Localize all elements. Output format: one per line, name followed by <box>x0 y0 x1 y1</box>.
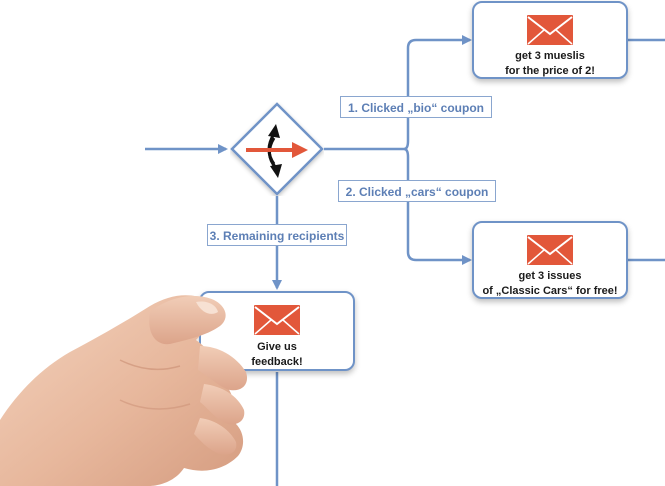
envelope-icon <box>254 305 300 335</box>
mail-node-feedback[interactable]: Give us feedback! <box>199 291 355 371</box>
envelope-icon <box>527 235 573 265</box>
mail-text-line1: Give us <box>257 341 297 353</box>
branch-label-remaining: 3. Remaining recipients <box>207 224 347 246</box>
envelope-icon <box>527 15 573 45</box>
mail-text-line2: of „Classic Cars“ for free! <box>482 285 618 297</box>
mail-text-line1: get 3 mueslis <box>515 50 585 62</box>
mail-text-line2: for the price of 2! <box>505 65 595 77</box>
mail-text-line2: feedback! <box>251 356 303 368</box>
mail-node-classic-cars[interactable]: get 3 issues of „Classic Cars“ for free! <box>472 221 628 299</box>
branch-label-bio: 1. Clicked „bio“ coupon <box>340 96 492 118</box>
mail-text-line1: get 3 issues <box>518 270 582 282</box>
split-arrows-icon <box>230 102 324 196</box>
mail-node-muesli[interactable]: get 3 mueslis for the price of 2! <box>472 1 628 79</box>
decision-node[interactable] <box>230 102 324 196</box>
branch-1-connector <box>403 35 472 151</box>
branch-label-cars: 2. Clicked „cars“ coupon <box>338 180 496 202</box>
branch-2-connector <box>403 147 472 265</box>
